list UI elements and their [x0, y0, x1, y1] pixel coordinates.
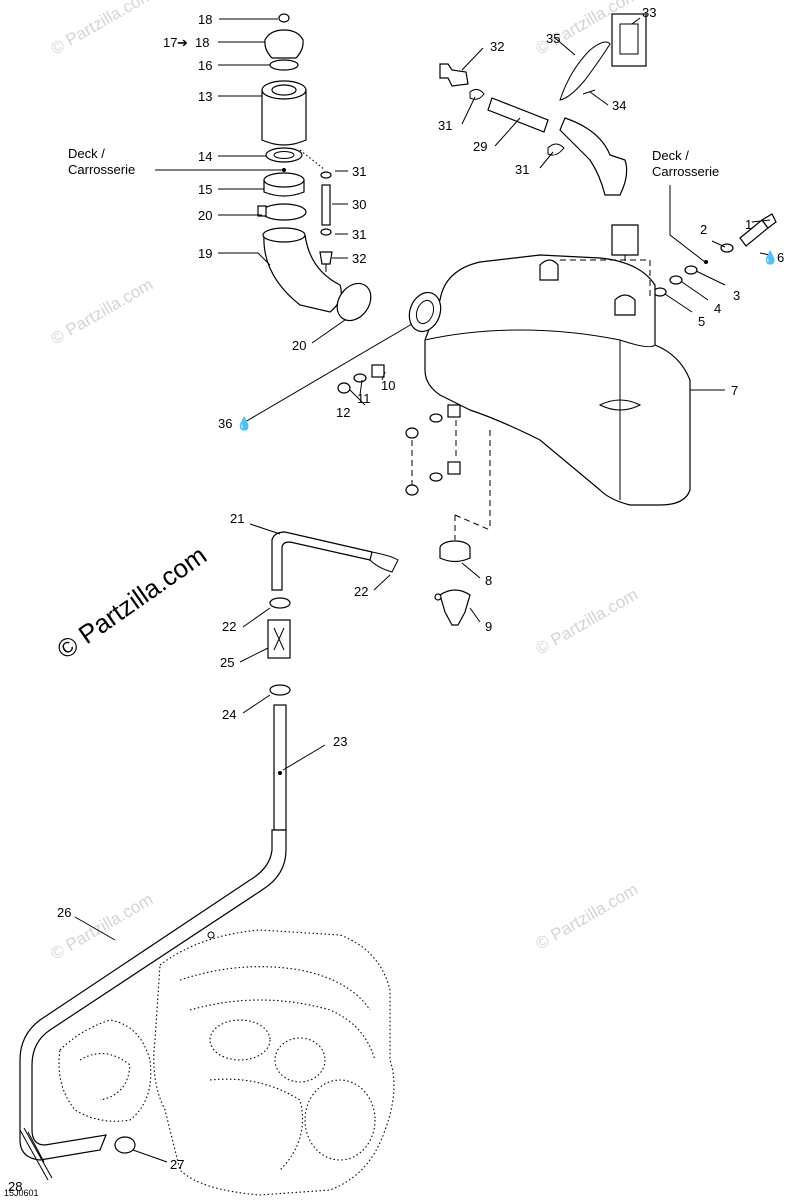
callout-3: 3 — [733, 288, 740, 303]
watermark: © Partzilla.com — [48, 890, 157, 964]
callout-8: 8 — [485, 573, 492, 588]
watermark: © Partzilla.com — [48, 0, 157, 58]
callout-11: 11 — [357, 391, 371, 406]
callout-19: 19 — [198, 246, 212, 261]
callout-1: 1 — [745, 217, 752, 232]
callout-31-c: 31 — [438, 118, 452, 133]
callout-7: 7 — [731, 383, 738, 398]
callout-29: 29 — [473, 139, 487, 154]
callout-33: 33 — [642, 5, 656, 20]
callout-12: 12 — [336, 405, 350, 420]
callout-23: 23 — [333, 734, 347, 749]
callout-9: 9 — [485, 619, 492, 634]
fuel-line — [19, 531, 399, 1181]
callout-36: 36 — [218, 416, 232, 431]
callout-32-left: 32 — [352, 251, 366, 266]
callout-18-top: 18 — [198, 12, 212, 27]
callout-6: 6 — [777, 250, 784, 265]
callout-17-18: 18 — [195, 35, 209, 50]
callout-5: 5 — [698, 314, 705, 329]
mounting-hardware — [337, 364, 461, 496]
callout-14: 14 — [198, 149, 212, 164]
callout-27: 27 — [170, 1157, 184, 1172]
deck-label-right-2: Carrosserie — [652, 164, 719, 179]
callout-4: 4 — [714, 301, 721, 316]
engine-outline — [58, 929, 395, 1196]
callout-15: 15 — [198, 182, 212, 197]
leader-lines — [74, 17, 771, 1163]
watermark: © Partzilla.com — [533, 880, 642, 954]
drain-fittings — [434, 540, 471, 626]
callout-31-a: 31 — [352, 164, 366, 179]
lubricant-drop-icon: 💧 — [236, 416, 252, 431]
callout-10: 10 — [381, 378, 395, 393]
callout-32-right: 32 — [490, 39, 504, 54]
callout-28: 28 — [8, 1179, 22, 1194]
callout-20-top: 20 — [198, 208, 212, 223]
lubricant-drop-icon: 💧 — [762, 250, 778, 265]
callout-13: 13 — [198, 89, 212, 104]
watermark: © Partzilla.com — [533, 585, 642, 659]
callout-2: 2 — [700, 222, 707, 237]
callout-22-right: 22 — [354, 584, 368, 599]
watermark-large: © Partzilla.com — [51, 540, 212, 665]
diagram-code: 15J0601 — [4, 1188, 39, 1198]
deck-label-right-1: Deck / — [652, 148, 689, 163]
callout-25: 25 — [220, 655, 234, 670]
callout-21: 21 — [230, 511, 244, 526]
callout-labels: 18 17 ➔ 18 16 13 Deck / Carrosserie 14 1… — [4, 5, 784, 1198]
callout-30: 30 — [352, 197, 366, 212]
callout-20-bottom: 20 — [292, 338, 306, 353]
callout-35: 35 — [546, 31, 560, 46]
callout-31-d: 31 — [515, 162, 529, 177]
callout-17: 17 — [163, 35, 177, 50]
filler-cap-assembly — [257, 13, 372, 322]
deck-label-left-1: Deck / — [68, 146, 105, 161]
deck-label-left-2: Carrosserie — [68, 162, 135, 177]
callout-31-b: 31 — [352, 227, 366, 242]
callout-16: 16 — [198, 58, 212, 73]
watermark: © Partzilla.com — [48, 275, 157, 349]
fuel-tank — [408, 254, 691, 540]
vent-assembly — [439, 13, 777, 420]
callout-34: 34 — [612, 98, 626, 113]
callout-26: 26 — [57, 905, 71, 920]
callout-22-left: 22 — [222, 619, 236, 634]
right-arrow-icon: ➔ — [177, 35, 188, 50]
callout-24: 24 — [222, 707, 236, 722]
